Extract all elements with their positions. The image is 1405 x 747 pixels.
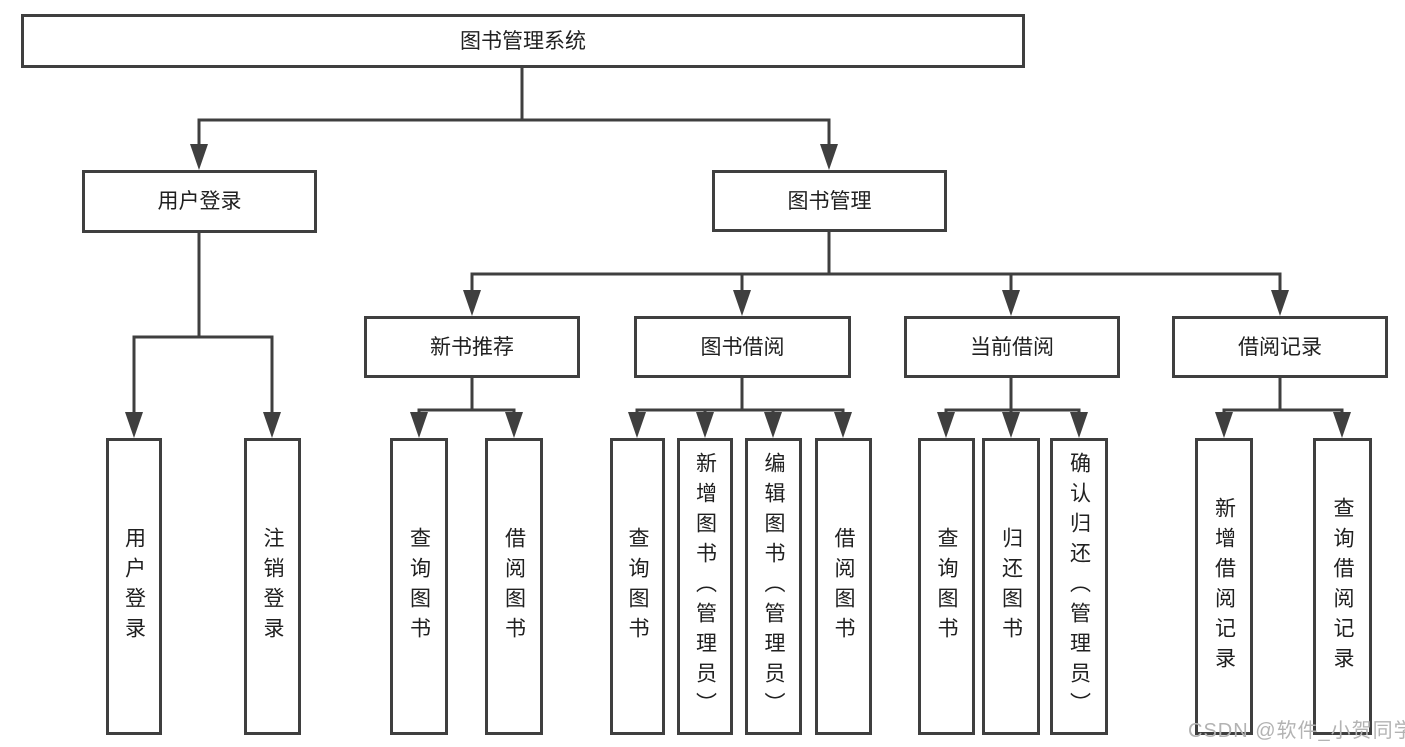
node-nbr-borrow-books-label: 借阅图书 xyxy=(502,526,526,647)
arrowhead-icon xyxy=(733,290,751,316)
node-borrow-records: 借阅记录 xyxy=(1172,316,1388,378)
node-logout: 注销登录 xyxy=(244,438,301,735)
node-cb-return-books: 归还图书 xyxy=(982,438,1040,735)
arrowhead-icon xyxy=(1002,412,1020,438)
arrowhead-icon xyxy=(463,290,481,316)
arrowhead-icon xyxy=(937,412,955,438)
connector-rail-bb xyxy=(635,408,845,416)
arrowhead-icon xyxy=(834,412,852,438)
node-user-login: 用户登录 xyxy=(82,170,317,233)
arrowhead-icon xyxy=(1215,412,1233,438)
arrowhead-icon xyxy=(820,144,838,170)
connector-rail-nbr xyxy=(417,408,516,416)
node-library-management-system-label: 图书管理系统 xyxy=(460,29,586,53)
node-nbr-query-books: 查询图书 xyxy=(390,438,448,735)
arrowhead-icon xyxy=(505,412,523,438)
node-new-book-recommend-label: 新书推荐 xyxy=(430,335,514,359)
connector-rail-level1 xyxy=(197,118,831,148)
node-br-query-record-label: 查询借阅记录 xyxy=(1331,496,1354,677)
node-logout-label: 注销登录 xyxy=(261,526,284,647)
arrowhead-icon xyxy=(1070,412,1088,438)
node-borrow-records-label: 借阅记录 xyxy=(1238,335,1322,359)
arrowhead-icon xyxy=(696,412,714,438)
node-user-login-leaf: 用户登录 xyxy=(106,438,162,735)
node-bb-edit-books-admin: 编辑图书（管理员） xyxy=(745,438,802,735)
arrowhead-icon xyxy=(764,412,782,438)
arrowhead-icon xyxy=(263,412,281,438)
node-user-login-label: 用户登录 xyxy=(157,190,242,213)
node-bb-add-books-admin-label: 新增图书（管理员） xyxy=(693,451,717,722)
connector-rail-level2 xyxy=(470,272,1282,294)
arrowhead-icon xyxy=(1271,290,1289,316)
node-book-borrow-label: 图书借阅 xyxy=(700,335,785,359)
node-br-add-record: 新增借阅记录 xyxy=(1195,438,1253,735)
node-cb-query-books: 查询图书 xyxy=(918,438,975,735)
node-current-borrow: 当前借阅 xyxy=(904,316,1120,378)
node-bb-borrow-books-label: 借阅图书 xyxy=(832,526,855,647)
node-bb-add-books-admin: 新增图书（管理员） xyxy=(677,438,733,735)
node-bb-borrow-books: 借阅图书 xyxy=(815,438,872,735)
node-bb-edit-books-admin-label: 编辑图书（管理员） xyxy=(762,451,785,722)
node-book-borrow: 图书借阅 xyxy=(634,316,851,378)
node-current-borrow-label: 当前借阅 xyxy=(970,335,1054,359)
node-bb-query-books-label: 查询图书 xyxy=(626,526,649,647)
arrowhead-icon xyxy=(410,412,428,438)
arrowhead-icon xyxy=(125,412,143,438)
node-user-login-leaf-label: 用户登录 xyxy=(122,526,146,647)
connector-rail-br xyxy=(1222,408,1344,416)
node-cb-query-books-label: 查询图书 xyxy=(935,526,958,647)
node-cb-confirm-return-admin: 确认归还（管理员） xyxy=(1050,438,1108,735)
connector-rail-userlogin xyxy=(132,335,274,416)
node-br-query-record: 查询借阅记录 xyxy=(1313,438,1372,735)
arrowhead-icon xyxy=(1002,290,1020,316)
node-cb-confirm-return-admin-label: 确认归还（管理员） xyxy=(1067,451,1091,722)
node-nbr-borrow-books: 借阅图书 xyxy=(485,438,543,735)
node-br-add-record-label: 新增借阅记录 xyxy=(1212,496,1236,677)
arrowheads xyxy=(125,144,1351,438)
node-new-book-recommend: 新书推荐 xyxy=(364,316,580,378)
node-cb-return-books-label: 归还图书 xyxy=(999,526,1023,647)
node-book-management-label: 图书管理 xyxy=(787,189,872,213)
node-book-management: 图书管理 xyxy=(712,170,947,232)
arrowhead-icon xyxy=(190,144,208,170)
arrowhead-icon xyxy=(1333,412,1351,438)
node-library-management-system: 图书管理系统 xyxy=(21,14,1025,68)
watermark: CSDN @软件_小贺同学 xyxy=(1188,720,1405,742)
node-bb-query-books: 查询图书 xyxy=(610,438,665,735)
arrowhead-icon xyxy=(628,412,646,438)
node-nbr-query-books-label: 查询图书 xyxy=(407,526,431,647)
